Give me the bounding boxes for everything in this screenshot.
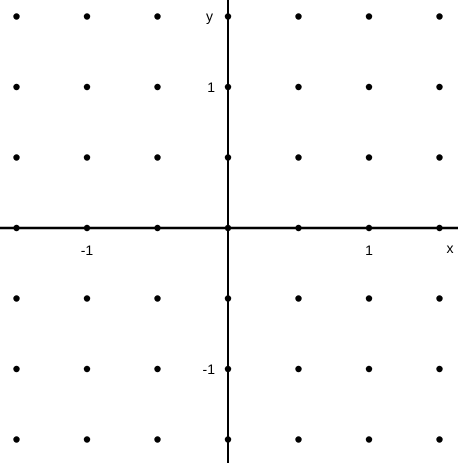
- lattice-point: [13, 154, 20, 161]
- y-axis-label: y: [206, 8, 213, 24]
- lattice-point: [83, 13, 91, 20]
- x-tick-label: -1: [81, 242, 94, 258]
- lattice-point: [83, 365, 91, 373]
- lattice-point: [365, 436, 373, 443]
- lattice-point: [436, 83, 443, 91]
- x-tick-label: 1: [365, 242, 373, 258]
- lattice-point: [83, 154, 91, 161]
- lattice-point: [83, 436, 91, 443]
- lattice-point: [13, 83, 20, 91]
- lattice-point: [295, 13, 302, 20]
- lattice-point: [154, 154, 161, 161]
- lattice-point: [154, 13, 161, 20]
- lattice-point: [436, 436, 443, 443]
- y-tick-label: 1: [207, 79, 215, 95]
- lattice-point: [436, 295, 443, 302]
- lattice-point: [436, 365, 443, 373]
- lattice-point: [295, 365, 302, 373]
- lattice-point: [154, 436, 161, 443]
- lattice-point: [365, 365, 373, 373]
- lattice-points: [13, 13, 443, 443]
- lattice-point: [365, 13, 373, 20]
- lattice-point: [365, 154, 373, 161]
- lattice-point: [365, 295, 373, 302]
- lattice-point: [295, 436, 302, 443]
- lattice-point: [83, 83, 91, 91]
- y-tick-labels: 1 -1: [203, 79, 216, 377]
- lattice-point: [13, 295, 20, 302]
- y-tick-label: -1: [203, 361, 216, 377]
- lattice-point: [365, 83, 373, 91]
- x-tick-labels: -1 1: [81, 242, 373, 258]
- x-axis-label: x: [447, 240, 454, 256]
- lattice-point: [154, 295, 161, 302]
- lattice-point: [295, 295, 302, 302]
- lattice-point: [295, 154, 302, 161]
- lattice-point: [436, 13, 443, 20]
- lattice-point: [13, 365, 20, 373]
- lattice-point: [154, 365, 161, 373]
- lattice-point: [154, 83, 161, 91]
- lattice-point: [13, 13, 20, 20]
- lattice-point: [295, 83, 302, 91]
- lattice-point: [436, 154, 443, 161]
- lattice-point: [13, 436, 20, 443]
- lattice-point: [83, 295, 91, 302]
